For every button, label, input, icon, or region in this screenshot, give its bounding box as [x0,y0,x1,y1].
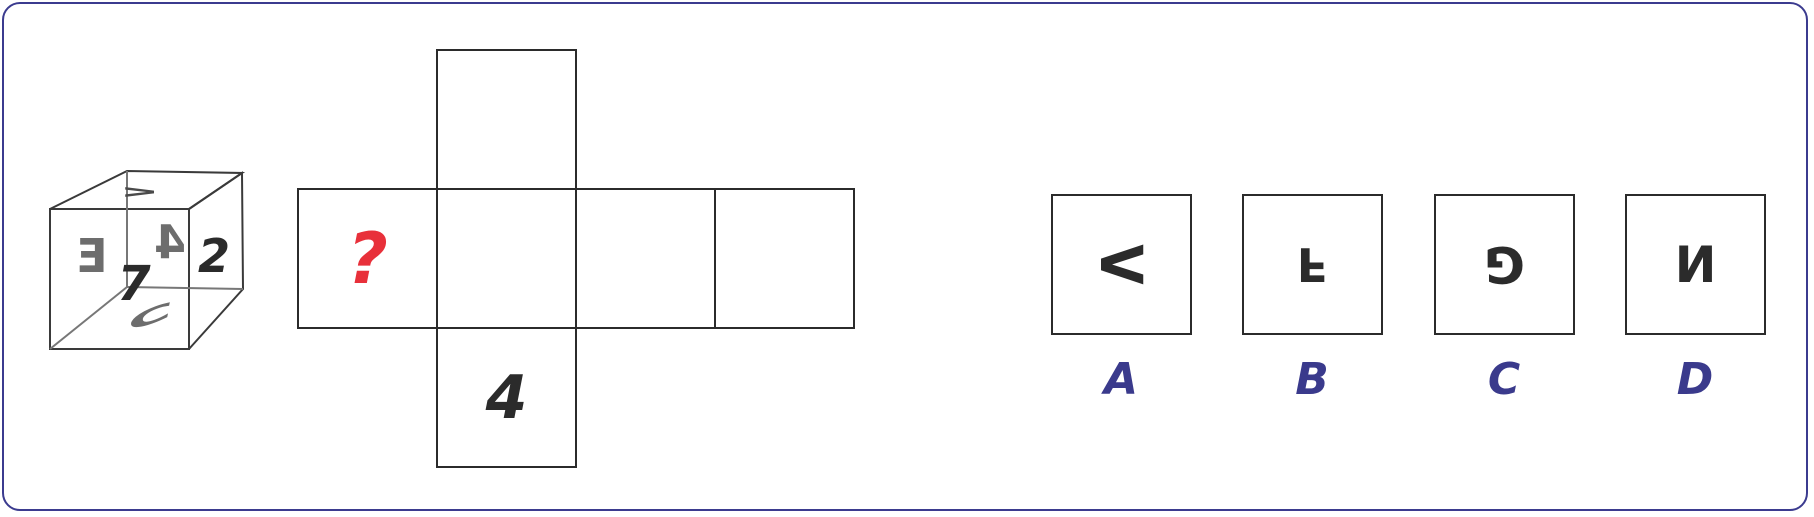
option-b-box[interactable]: F [1242,194,1383,335]
cube-top-glyph: V [118,187,164,197]
option-b-glyph: F [1296,237,1329,292]
option-d-glyph: N [1674,235,1717,294]
option-b-label[interactable]: B [1295,354,1329,405]
option-c-box[interactable]: G [1434,194,1575,335]
option-c-label[interactable]: C [1487,354,1521,405]
cube-center-glyph: 4 [154,215,186,269]
option-a-box[interactable]: V [1051,194,1192,335]
net-center-cell [436,188,577,329]
net-bottom-glyph: 4 [485,362,528,433]
option-a-glyph: V [1087,244,1156,285]
cube-front-glyph: E [76,229,107,283]
option-a-label[interactable]: A [1103,354,1139,405]
net-right-cell [575,188,716,329]
option-d-label[interactable]: D [1676,354,1714,405]
option-d-box[interactable]: N [1625,194,1766,335]
net-bottom-cell: 4 [436,327,577,468]
cube-overlay-glyph: 7 [117,256,151,312]
question-mark: ? [347,217,388,300]
net-left-cell[interactable]: ? [297,188,438,329]
net-far-right-cell [714,188,855,329]
cube-right-glyph: 2 [198,229,230,283]
net-top-cell [436,49,577,190]
option-c-glyph: G [1483,235,1526,294]
